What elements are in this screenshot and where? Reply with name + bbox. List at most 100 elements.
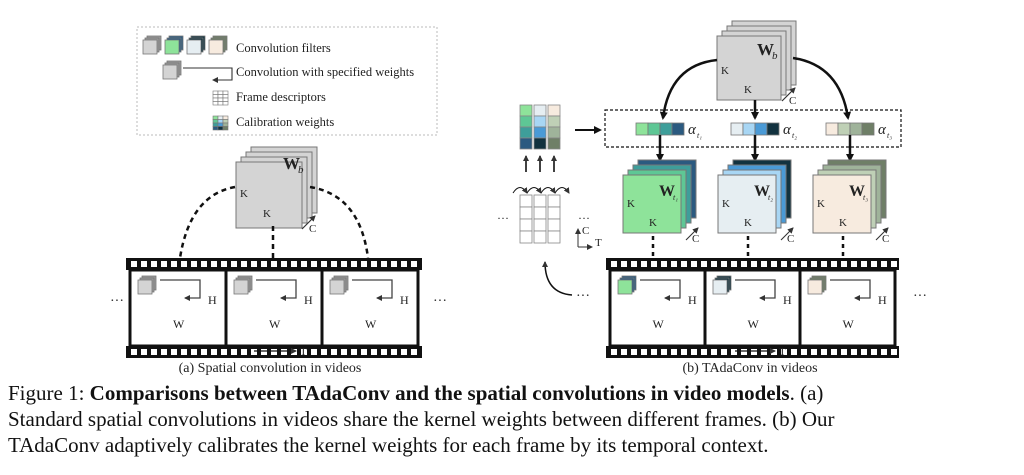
film-hole (861, 349, 867, 355)
calibration-cell (533, 137, 547, 150)
film-hole (691, 349, 697, 355)
film-hole (771, 261, 777, 267)
film-hole (161, 261, 167, 267)
film-hole (611, 349, 617, 355)
descriptor-cell (533, 230, 547, 244)
frame-conv-arrow (640, 279, 681, 301)
dashed-link-right (309, 185, 370, 259)
grid-cell (222, 97, 229, 102)
film-hole (181, 261, 187, 267)
k-label: K (839, 217, 847, 229)
film-hole (641, 261, 647, 267)
grid-cell (217, 119, 224, 124)
film-frame (798, 268, 897, 348)
film-hole (331, 349, 337, 355)
alpha-cell (837, 122, 851, 136)
frame-filter-subscript: t₂ (768, 193, 773, 202)
frame-descriptor-grid-icon (212, 90, 229, 106)
film-hole (781, 349, 787, 355)
film-hole (391, 261, 397, 267)
film-hole (371, 261, 377, 267)
calibration-cell (533, 104, 547, 117)
c-axis-arrow (685, 227, 699, 241)
k-label: K (263, 208, 271, 220)
grid-cell (212, 126, 219, 131)
alpha-subscript: t₁ (697, 131, 702, 140)
calibration-weight-columns (519, 104, 561, 150)
film-hole (211, 349, 217, 355)
film-hole (311, 261, 317, 267)
caption-line-2: Standard spatial convolutions in videos … (8, 407, 835, 431)
grid-cell (222, 122, 229, 127)
film-hole (201, 261, 207, 267)
calibration-box (604, 109, 902, 148)
film-hole (641, 349, 647, 355)
film-hole (731, 349, 737, 355)
film-hole (821, 349, 827, 355)
film-hole (131, 261, 137, 267)
axis-c-label: C (582, 225, 589, 237)
grid-cell (212, 97, 219, 102)
film-hole (851, 261, 857, 267)
grid-cell (217, 101, 224, 106)
w-label: W (269, 317, 281, 331)
ellipsis-left: ··· (497, 211, 509, 225)
legend-label-filters: Convolution filters (236, 41, 331, 55)
descriptor-cell (547, 194, 561, 208)
figure-caption: Figure 1: Comparisons between TAdaConv a… (8, 380, 1016, 458)
film-hole (871, 261, 877, 267)
film-hole (801, 349, 807, 355)
up-arrows (523, 155, 557, 172)
h-label: H (304, 293, 313, 307)
legend-conv-arrow (183, 67, 233, 83)
k-label: K (722, 198, 730, 210)
film-hole (821, 261, 827, 267)
film-hole (341, 349, 347, 355)
film-hole (241, 261, 247, 267)
calibration-cell (519, 137, 533, 150)
film-hole (761, 261, 767, 267)
c-label: C (309, 223, 316, 235)
alpha-cell (825, 122, 839, 136)
film-hole (721, 261, 727, 267)
alpha-cell (671, 122, 685, 136)
film-hole (631, 349, 637, 355)
film-hole (281, 261, 287, 267)
grid-cell (212, 94, 219, 99)
alpha-cell (659, 122, 673, 136)
legend-cube-front (186, 39, 202, 55)
k-label: K (627, 198, 635, 210)
film-hole (781, 261, 787, 267)
descriptor-cell (533, 206, 547, 220)
calibration-cell (547, 104, 561, 117)
film-hole (711, 261, 717, 267)
grid-cell (222, 126, 229, 131)
cube-filters-icon (142, 35, 228, 55)
film-hole (871, 349, 877, 355)
film-hole (801, 261, 807, 267)
film-hole (131, 349, 137, 355)
calibration-cell (533, 126, 547, 139)
alpha-subscript: t₃ (887, 131, 892, 140)
grid-cell (212, 115, 219, 120)
frame-filter-label: W (849, 183, 865, 200)
film-hole (701, 261, 707, 267)
c-axis-arrow (780, 227, 794, 241)
temporal-context-arrow (512, 187, 528, 194)
calibration-cell (519, 126, 533, 139)
film-hole (651, 349, 657, 355)
h-label: H (688, 293, 697, 307)
legend-cube-front (164, 39, 180, 55)
film-hole (151, 349, 157, 355)
film-hole (191, 261, 197, 267)
film-hole (401, 349, 407, 355)
descriptor-cell (533, 218, 547, 232)
frame-conv-cube-front (712, 279, 728, 295)
film-hole (231, 349, 237, 355)
film-hole (661, 349, 667, 355)
film-hole (881, 261, 887, 267)
